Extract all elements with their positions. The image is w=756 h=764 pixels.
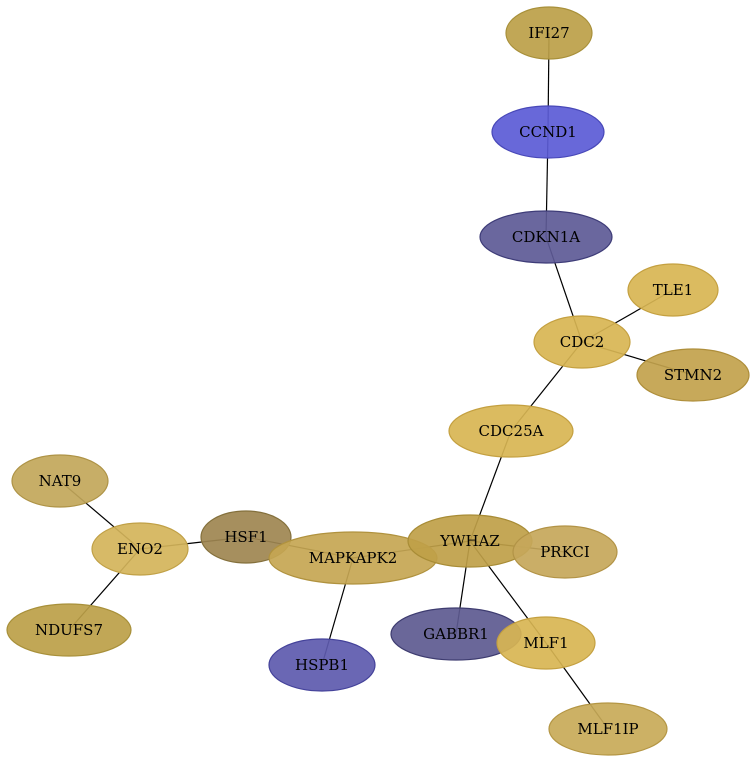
node-ellipse: [91, 522, 189, 576]
node-cdc2[interactable]: CDC2: [533, 315, 631, 369]
node-gabbr1[interactable]: GABBR1: [390, 607, 522, 661]
node-label: NDUFS7: [35, 621, 103, 639]
node-label: YWHAZ: [439, 532, 500, 550]
node-ellipse: [627, 263, 719, 317]
node-label: MLF1IP: [577, 720, 638, 738]
node-tle1[interactable]: TLE1: [627, 263, 719, 317]
node-ellipse: [479, 210, 613, 264]
node-mlf1[interactable]: MLF1: [496, 616, 596, 670]
node-ellipse: [636, 348, 750, 402]
node-label: CDC2: [560, 333, 605, 351]
node-ellipse: [512, 525, 618, 579]
node-mapkapk2[interactable]: MAPKAPK2: [268, 531, 438, 585]
node-ellipse: [496, 616, 596, 670]
node-mlf1ip[interactable]: MLF1IP: [548, 702, 668, 756]
node-ellipse: [11, 454, 109, 508]
node-prkci[interactable]: PRKCI: [512, 525, 618, 579]
node-cdkn1a[interactable]: CDKN1A: [479, 210, 613, 264]
node-ellipse: [448, 404, 574, 458]
node-label: ENO2: [117, 540, 163, 558]
node-cdc25a[interactable]: CDC25A: [448, 404, 574, 458]
node-ellipse: [491, 105, 605, 159]
node-label: GABBR1: [423, 625, 489, 643]
node-ellipse: [6, 603, 132, 657]
node-ellipse: [268, 638, 376, 692]
node-stmn2[interactable]: STMN2: [636, 348, 750, 402]
node-label: NAT9: [39, 472, 82, 490]
node-ifi27[interactable]: IFI27: [505, 6, 593, 60]
node-ellipse: [505, 6, 593, 60]
node-ellipse: [533, 315, 631, 369]
node-label: IFI27: [528, 24, 569, 42]
node-label: MLF1: [523, 634, 568, 652]
node-label: HSF1: [224, 528, 267, 546]
node-label: TLE1: [653, 281, 693, 299]
node-label: HSPB1: [295, 656, 349, 674]
node-ellipse: [548, 702, 668, 756]
node-label: CDC25A: [479, 422, 544, 440]
node-ywhaz[interactable]: YWHAZ: [407, 514, 533, 568]
node-hsf1[interactable]: HSF1: [200, 510, 292, 564]
node-label: CDKN1A: [512, 228, 580, 246]
node-nat9[interactable]: NAT9: [11, 454, 109, 508]
node-label: PRKCI: [540, 543, 590, 561]
node-hspb1[interactable]: HSPB1: [268, 638, 376, 692]
node-label: STMN2: [664, 366, 722, 384]
node-label: MAPKAPK2: [309, 549, 398, 567]
node-ccnd1[interactable]: CCND1: [491, 105, 605, 159]
node-eno2[interactable]: ENO2: [91, 522, 189, 576]
node-ellipse: [200, 510, 292, 564]
node-label: CCND1: [519, 123, 577, 141]
node-ndufs7[interactable]: NDUFS7: [6, 603, 132, 657]
